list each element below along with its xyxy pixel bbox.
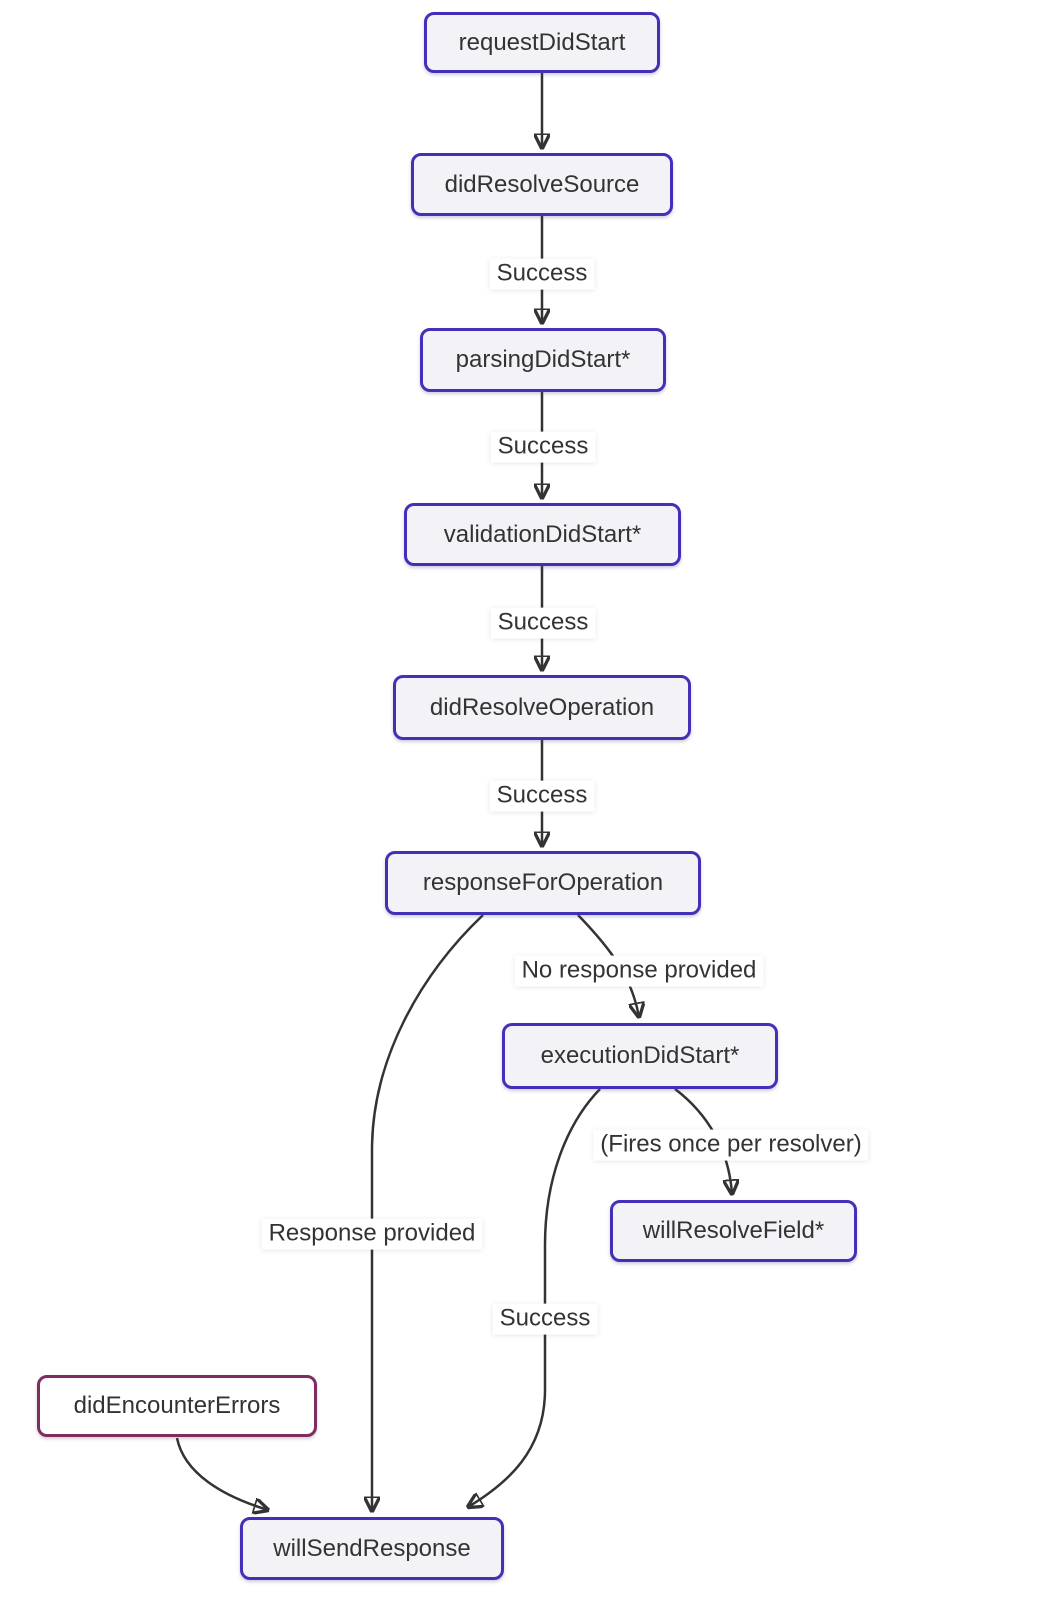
node-requestDidStart: requestDidStart: [424, 12, 660, 73]
edge-label-no-response-provided: No response provided: [514, 955, 764, 987]
node-validationDidStart-label: validationDidStart*: [443, 520, 642, 548]
node-responseForOperation-label: responseForOperation: [422, 869, 664, 896]
edge-executionDidStart-willSendResponse: [468, 1088, 601, 1507]
edge-label-fires-once-per-resolver: (Fires once per resolver): [593, 1129, 869, 1161]
node-willResolveField-label: willResolveField*: [642, 1217, 825, 1244]
edge-label-operation-response-success: Success: [489, 780, 595, 812]
node-executionDidStart-label: executionDidStart*: [540, 1042, 740, 1069]
node-willSendResponse: willSendResponse: [240, 1517, 504, 1580]
node-didResolveSource-label: didResolveSource: [444, 170, 640, 198]
edge-label-parsing-validation-success: Success: [490, 431, 596, 463]
edge-responseForOperation-willSendResponse: [372, 914, 484, 1511]
node-responseForOperation: responseForOperation: [385, 851, 701, 915]
node-validationDidStart: validationDidStart*: [404, 503, 681, 566]
node-didResolveSource: didResolveSource: [411, 153, 673, 216]
node-didResolveOperation-label: didResolveOperation: [429, 693, 655, 721]
node-didEncounterErrors: didEncounterErrors: [37, 1375, 317, 1437]
edge-label-execution-send-success: Success: [492, 1303, 598, 1335]
node-requestDidStart-label: requestDidStart: [458, 28, 626, 56]
edge-label-source-parsing-success: Success: [489, 258, 595, 290]
edge-didEncounterErrors-willSendResponse: [175, 1437, 268, 1510]
edge-label-validation-operation-success: Success: [490, 607, 596, 639]
node-willSendResponse-label: willSendResponse: [273, 1534, 471, 1562]
node-executionDidStart: executionDidStart*: [502, 1023, 778, 1089]
edge-label-response-provided: Response provided: [261, 1218, 483, 1250]
node-parsingDidStart: parsingDidStart*: [420, 328, 666, 392]
node-willResolveField: willResolveField*: [610, 1200, 857, 1262]
node-didResolveOperation: didResolveOperation: [393, 675, 691, 740]
node-parsingDidStart-label: parsingDidStart*: [455, 346, 631, 373]
node-didEncounterErrors-label: didEncounterErrors: [73, 1392, 281, 1419]
